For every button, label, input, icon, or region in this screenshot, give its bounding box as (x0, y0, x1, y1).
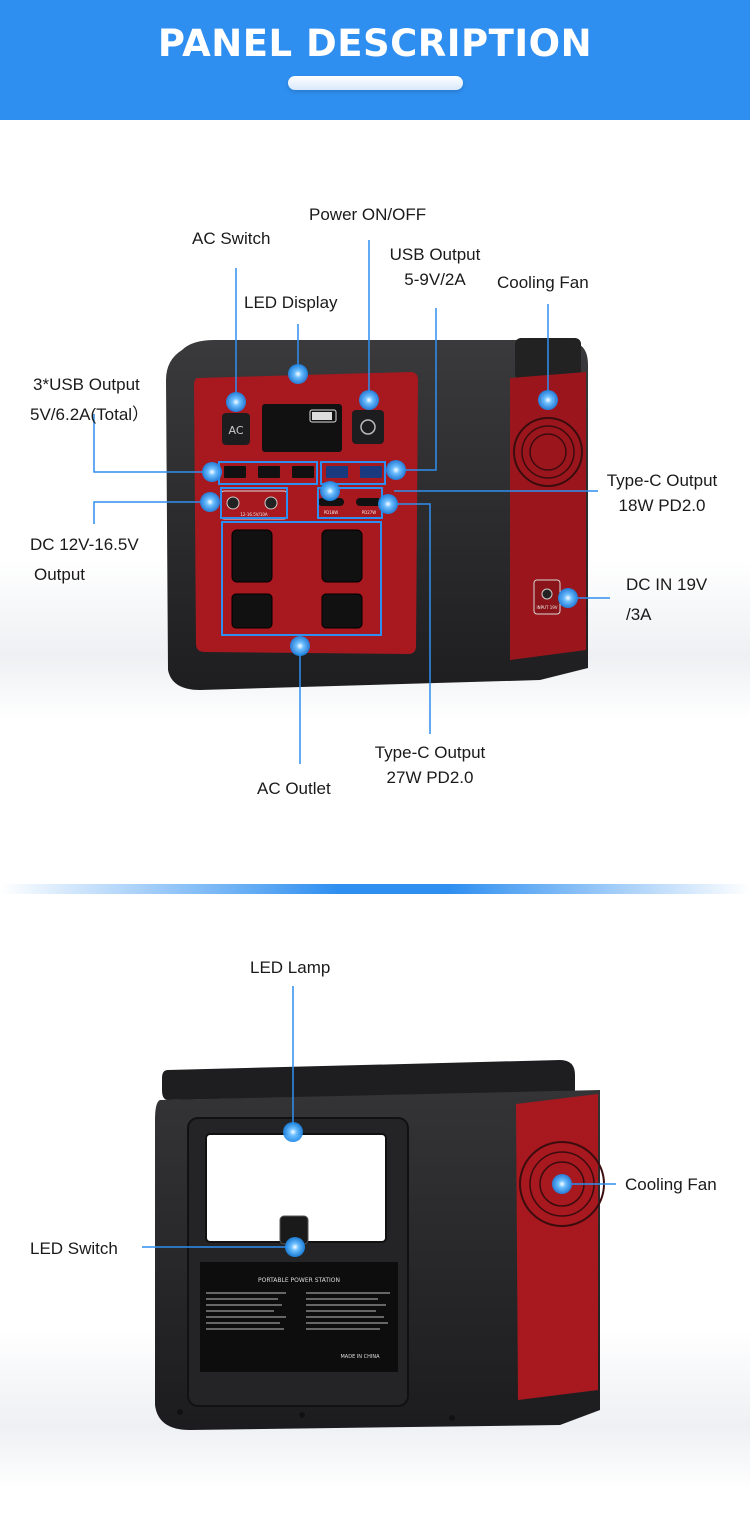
svg-text:MADE IN CHINA: MADE IN CHINA (340, 1354, 380, 1360)
label-led-lamp: LED Lamp (250, 958, 331, 977)
label-3usb-output: 3*USB Output 5V/6.2A(Total） (30, 374, 149, 426)
svg-text:INPUT 19V: INPUT 19V (536, 605, 557, 610)
label-dc-in: DC IN 19V /3A (626, 574, 707, 626)
label-typec-27w-line1: Type-C Output (374, 743, 486, 762)
label-typec-18w-line1: Type-C Output (606, 471, 718, 490)
label-typec-27w: Type-C Output 27W PD2.0 (368, 742, 492, 789)
section-divider (0, 884, 750, 894)
label-typec-18w-line2: 18W PD2.0 (618, 496, 706, 515)
page-title: PANEL DESCRIPTION (157, 22, 593, 65)
label-usb-output: USB Output 5-9V/2A (380, 244, 490, 291)
label-cooling-fan-front: Cooling Fan (497, 273, 589, 292)
label-ac-outlet: AC Outlet (257, 779, 331, 798)
label-power-on-off: Power ON/OFF (309, 205, 427, 224)
label-cooling-fan-back: Cooling Fan (625, 1175, 717, 1194)
title-underline (288, 76, 463, 90)
label-dc-in-line2: /3A (626, 605, 652, 624)
svg-text:AC: AC (228, 424, 243, 437)
front-device-illustration: INPUT 19V AC 12-16.5V/10A PD18W PD27W (93, 240, 610, 764)
label-led-display: LED Display (244, 293, 338, 312)
label-dc-in-line1: DC IN 19V (626, 575, 708, 594)
label-usb-output-line1: USB Output (389, 245, 481, 264)
svg-text:PD18W: PD18W (324, 510, 339, 515)
svg-text:PORTABLE POWER STATION: PORTABLE POWER STATION (258, 1277, 340, 1284)
label-dc-output-line1: DC 12V-16.5V (30, 535, 139, 554)
label-3usb-output-line1: 3*USB Output (33, 375, 140, 394)
label-dc-output-line2: Output (34, 565, 86, 584)
svg-text:PD27W: PD27W (362, 510, 377, 515)
label-typec-18w: Type-C Output 18W PD2.0 (600, 470, 724, 517)
label-ac-switch: AC Switch (192, 229, 271, 248)
label-typec-27w-line2: 27W PD2.0 (386, 768, 474, 787)
label-led-switch: LED Switch (30, 1239, 118, 1258)
svg-text:12-16.5V/10A: 12-16.5V/10A (240, 512, 268, 517)
label-usb-output-line2: 5-9V/2A (404, 270, 466, 289)
label-3usb-output-line2: 5V/6.2A(Total） (30, 405, 150, 424)
header-banner: PANEL DESCRIPTION (0, 0, 750, 120)
label-dc-output: DC 12V-16.5V Output (30, 534, 139, 586)
